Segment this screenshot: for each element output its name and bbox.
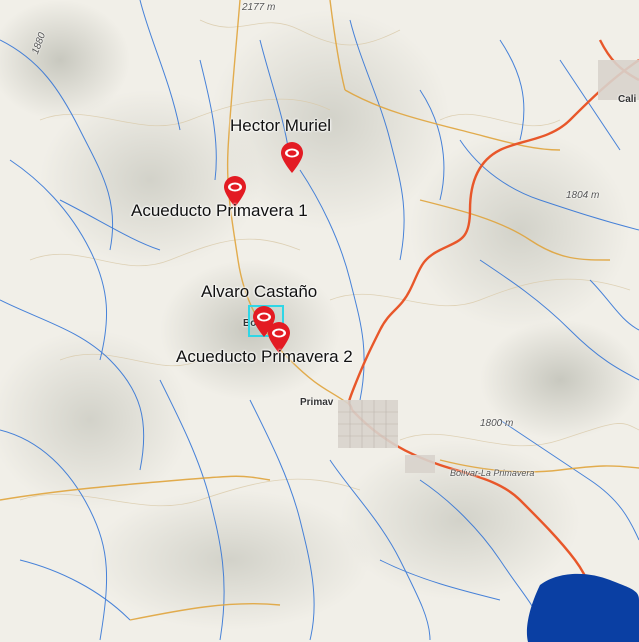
elevation-label: 2177 m: [242, 2, 276, 13]
town-label: Cali: [618, 94, 637, 105]
marker-label[interactable]: Hector Muriel: [230, 116, 332, 135]
map-marker-icon[interactable]: [266, 322, 292, 354]
town-label: Bol: [243, 318, 260, 329]
marker-label[interactable]: Alvaro Castaño: [201, 282, 318, 301]
location-pin-icon: [281, 142, 303, 173]
elevation-label: 1800 m: [480, 418, 514, 429]
location-pin-icon: [268, 322, 290, 353]
marker-label[interactable]: Acueducto Primavera 1: [131, 201, 308, 220]
location-pin-icon: [224, 176, 246, 207]
map-marker-icon[interactable]: [279, 142, 305, 174]
elevation-label: 1804 m: [566, 190, 600, 201]
town-label: Primav: [300, 397, 334, 408]
map-marker-icon[interactable]: [222, 176, 248, 208]
marker-label[interactable]: Acueducto Primavera 2: [176, 347, 353, 366]
road-label: Bolívar-La Primavera: [450, 468, 535, 478]
